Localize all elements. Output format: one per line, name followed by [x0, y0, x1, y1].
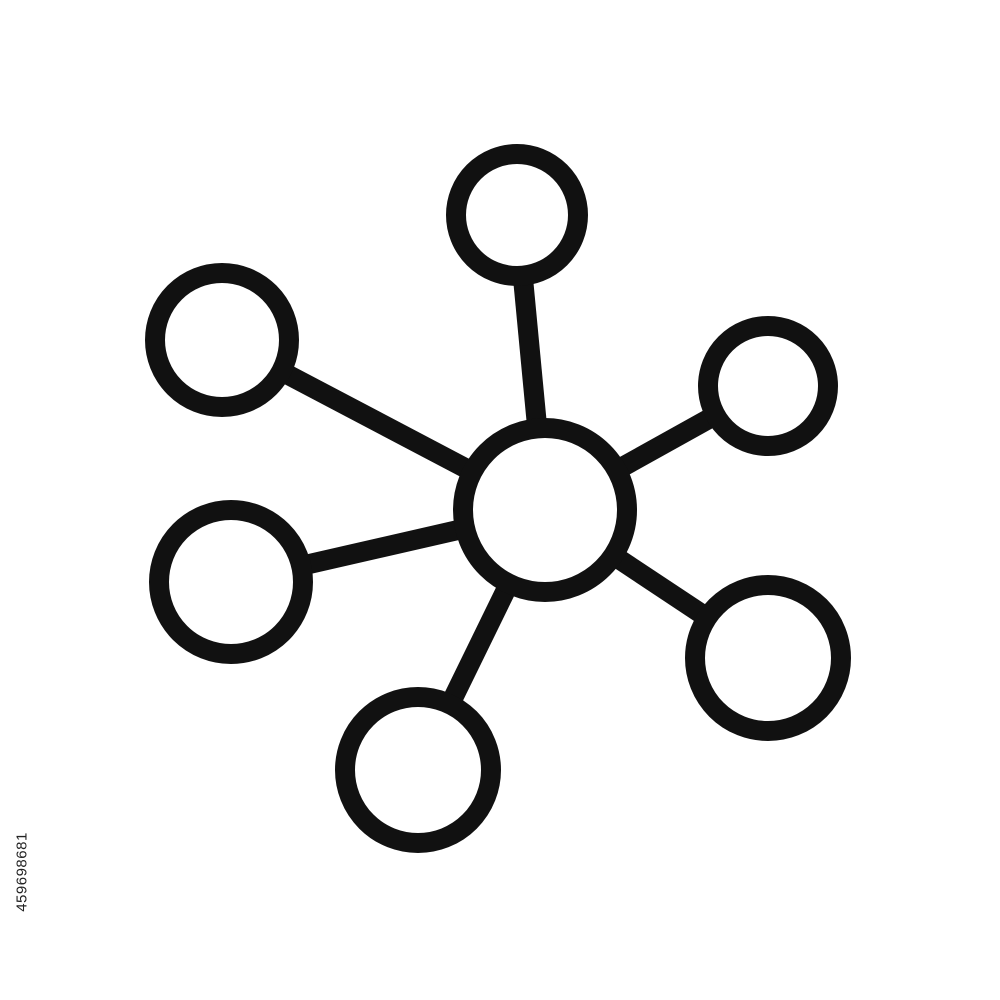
hub-node — [453, 418, 637, 602]
satellite-node-upper-left — [145, 263, 299, 417]
connector-line — [607, 547, 713, 626]
stock-id-label: 459698681 — [13, 832, 31, 912]
network-nodes — [145, 144, 851, 853]
connector-line — [276, 362, 478, 481]
connector-line — [512, 274, 548, 430]
satellite-node-bottom — [335, 687, 501, 853]
satellite-node-upper-right — [698, 316, 838, 456]
connector-lines — [276, 274, 721, 709]
satellite-node-lower-right — [685, 575, 851, 741]
connector-line — [298, 518, 468, 576]
connector-line — [611, 406, 721, 479]
satellite-node-top — [446, 144, 588, 286]
satellite-node-lower-left — [149, 500, 313, 664]
connector-line — [441, 579, 518, 709]
